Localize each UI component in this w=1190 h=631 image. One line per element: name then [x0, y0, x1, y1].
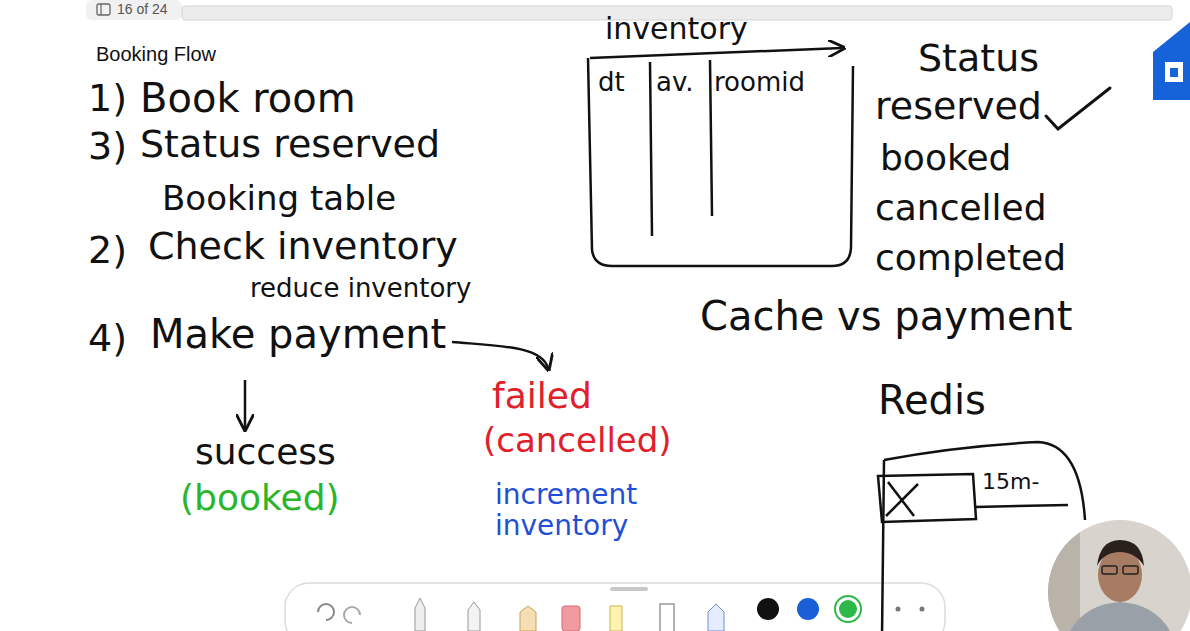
step-note: Booking table: [162, 180, 396, 217]
lasso-tool: [708, 604, 724, 631]
column-line: [650, 62, 652, 236]
page-icon: [97, 4, 110, 15]
step-text: Book room: [140, 76, 356, 120]
black-swatch: [757, 598, 779, 620]
note-text: Cache vs payment: [700, 294, 1073, 338]
node-outline: [580, 10, 865, 275]
highlighter-tool: [610, 606, 622, 631]
cache-outline: [884, 442, 1085, 520]
webcam: [1040, 515, 1190, 631]
action-note: increment inventory: [495, 480, 695, 542]
pen-toolbar: [285, 583, 945, 631]
cache-heading: Redis: [878, 378, 986, 422]
check-mark: [1046, 88, 1110, 129]
page-counter: 16 of 24: [117, 2, 168, 17]
status-item: booked: [880, 138, 1011, 178]
cache-entry-box: [878, 474, 976, 522]
table-top-arrow: [590, 48, 842, 58]
table-heading: inventory: [605, 12, 748, 45]
step-number: 1): [88, 78, 127, 120]
table-cell: av.: [656, 68, 694, 97]
webcam-wall: [1040, 515, 1080, 631]
cache-outline: [882, 460, 884, 631]
page-pill: [86, 0, 182, 20]
app-icon-window: [1165, 62, 1183, 82]
outcome-text: success: [195, 432, 336, 472]
outcome-text: failed: [492, 376, 592, 416]
step-note: reduce inventory: [250, 274, 471, 303]
person-shirt: [1060, 602, 1180, 631]
app-icon-inner: [1170, 68, 1178, 77]
pencil-tool: [468, 602, 480, 631]
cache-entry-mark: [886, 482, 918, 516]
status-note: (cancelled): [483, 422, 672, 459]
list-heading: Status: [918, 38, 1039, 80]
curved-arrow: [452, 342, 548, 368]
redis-cache: Redis: [868, 376, 1108, 631]
underline: [975, 505, 1068, 507]
webcam-background: [1040, 515, 1190, 631]
more-dot: [920, 607, 925, 612]
table-cell: roomid: [714, 68, 805, 97]
status-item: reserved: [875, 86, 1042, 128]
marker-tool: [520, 606, 536, 631]
person-hair: [1097, 540, 1144, 566]
green-swatch-ring: [835, 596, 861, 622]
table-cell: dt: [598, 68, 625, 97]
board-title: Booking Flow: [96, 43, 216, 65]
status-item: cancelled: [875, 188, 1047, 228]
step-text: Check inventory: [148, 226, 458, 268]
step-number: 4): [88, 318, 127, 360]
step-number: 3): [88, 126, 127, 168]
page-icon-line: [100, 4, 101, 15]
redo-icon: [344, 607, 360, 623]
ruler-tool: [660, 604, 674, 631]
blue-swatch: [797, 598, 819, 620]
undo-icon: [318, 604, 334, 620]
step-text: Make payment: [150, 312, 446, 356]
person-glasses: [1123, 566, 1138, 574]
more-dot: [896, 607, 901, 612]
inventory-table: inventory dt av. roomid: [580, 10, 865, 275]
table-outline: [588, 58, 853, 266]
timer-note: 15m-: [982, 470, 1039, 494]
status-item: completed: [875, 238, 1066, 278]
green-swatch: [839, 600, 857, 618]
column-line: [710, 60, 712, 216]
app-icon: [1153, 22, 1190, 100]
step-text: Status reserved: [140, 124, 440, 166]
step-number: 2): [88, 230, 127, 272]
toolbar-handle: [612, 587, 646, 591]
down-arrow: [244, 380, 247, 428]
person-glasses: [1102, 566, 1117, 574]
status-note: (booked): [180, 478, 340, 518]
pen-tool: [415, 598, 425, 631]
eraser-tool: [562, 606, 580, 631]
